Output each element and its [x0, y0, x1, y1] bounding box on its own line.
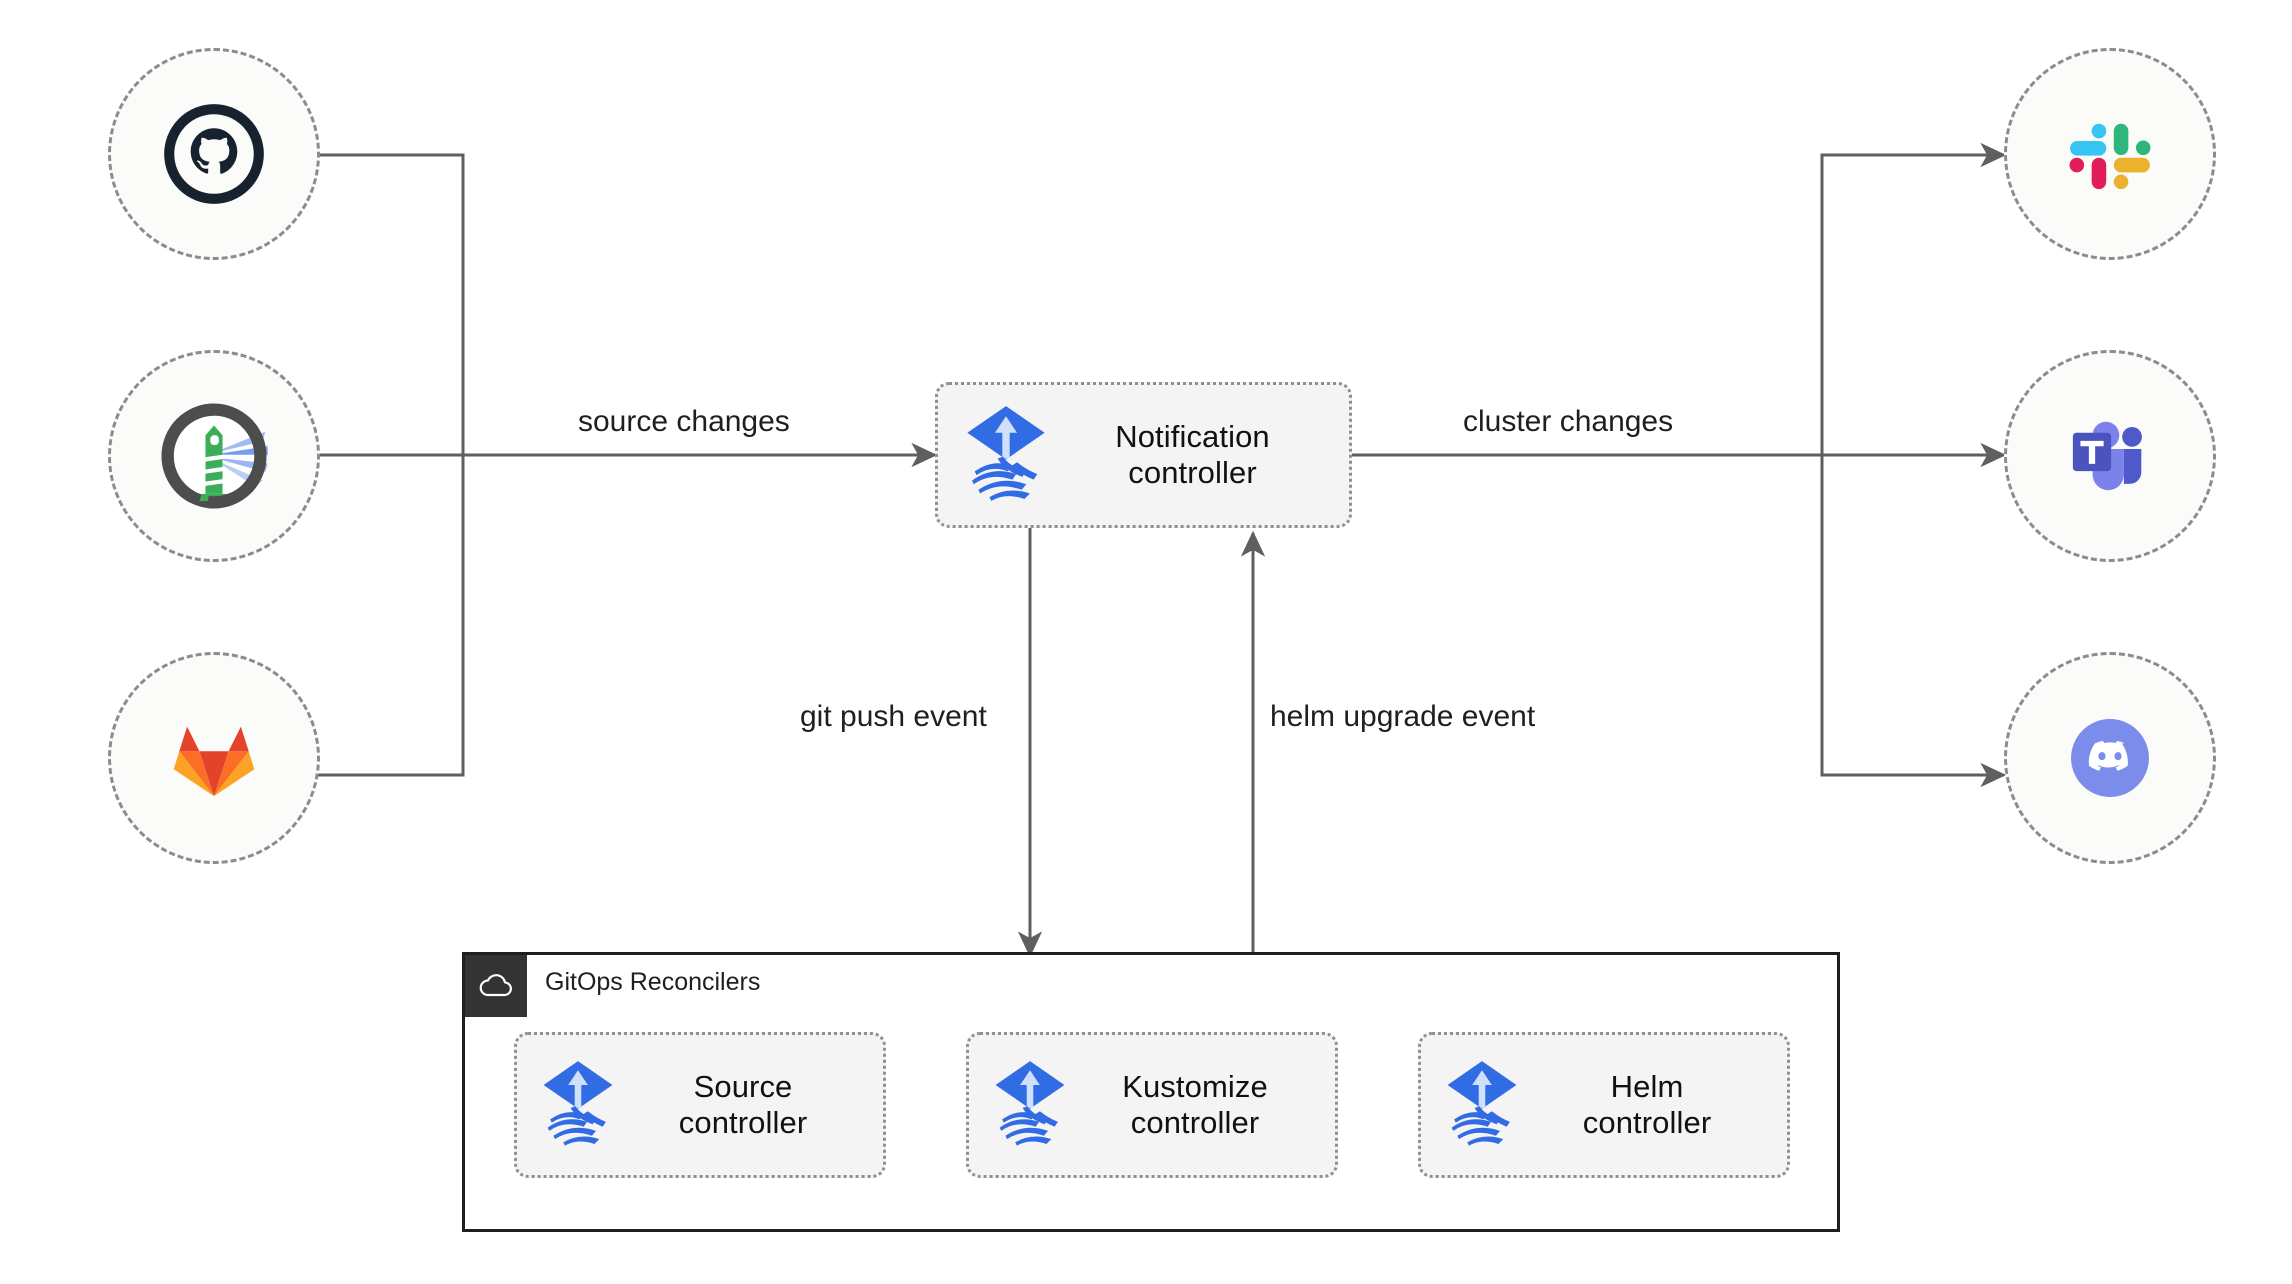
gitlab-icon [173, 726, 255, 797]
microsoft-teams-icon [2072, 421, 2142, 491]
flux-logo-icon [1441, 1056, 1523, 1155]
flux-logo-icon [960, 401, 1052, 510]
kustomize-controller-label: Kustomize controller [1122, 1069, 1268, 1140]
group-title: GitOps Reconcilers [545, 968, 761, 996]
wire-to-slack [1820, 142, 2007, 455]
edge-label-cluster-changes: cluster changes [1463, 405, 1674, 438]
source-controller-label: Source controller [678, 1069, 808, 1140]
wire-sources-bus [215, 153, 465, 777]
notification-controller-box[interactable]: Notification controller [935, 382, 1352, 528]
source-node-gitlab[interactable] [108, 652, 320, 864]
edge-label-git-push-event: git push event [800, 700, 987, 733]
destination-node-teams[interactable] [2004, 350, 2216, 562]
notification-controller-label: Notification controller [1115, 419, 1270, 490]
destination-node-slack[interactable] [2004, 48, 2216, 260]
discord-icon [2071, 719, 2149, 797]
source-node-github[interactable] [108, 48, 320, 260]
flux-logo-icon [537, 1056, 619, 1155]
cloud-icon [479, 974, 512, 997]
destination-node-discord[interactable] [2004, 652, 2216, 864]
wire-to-discord [1820, 455, 2007, 788]
edge-label-helm-upgrade-event: helm upgrade event [1270, 700, 1536, 733]
edge-label-source-changes: source changes [578, 405, 790, 438]
group-tab [465, 955, 527, 1017]
helm-controller-label: Helm controller [1582, 1069, 1712, 1140]
flux-logo-icon [989, 1056, 1071, 1155]
slack-icon [2069, 123, 2151, 190]
github-icon [164, 104, 264, 204]
source-controller-box[interactable]: Source controller [514, 1032, 886, 1178]
kustomize-controller-box[interactable]: Kustomize controller [966, 1032, 1338, 1178]
flux-lighthouse-icon [161, 403, 268, 509]
helm-controller-box[interactable]: Helm controller [1418, 1032, 1790, 1178]
source-node-flux[interactable] [108, 350, 320, 562]
